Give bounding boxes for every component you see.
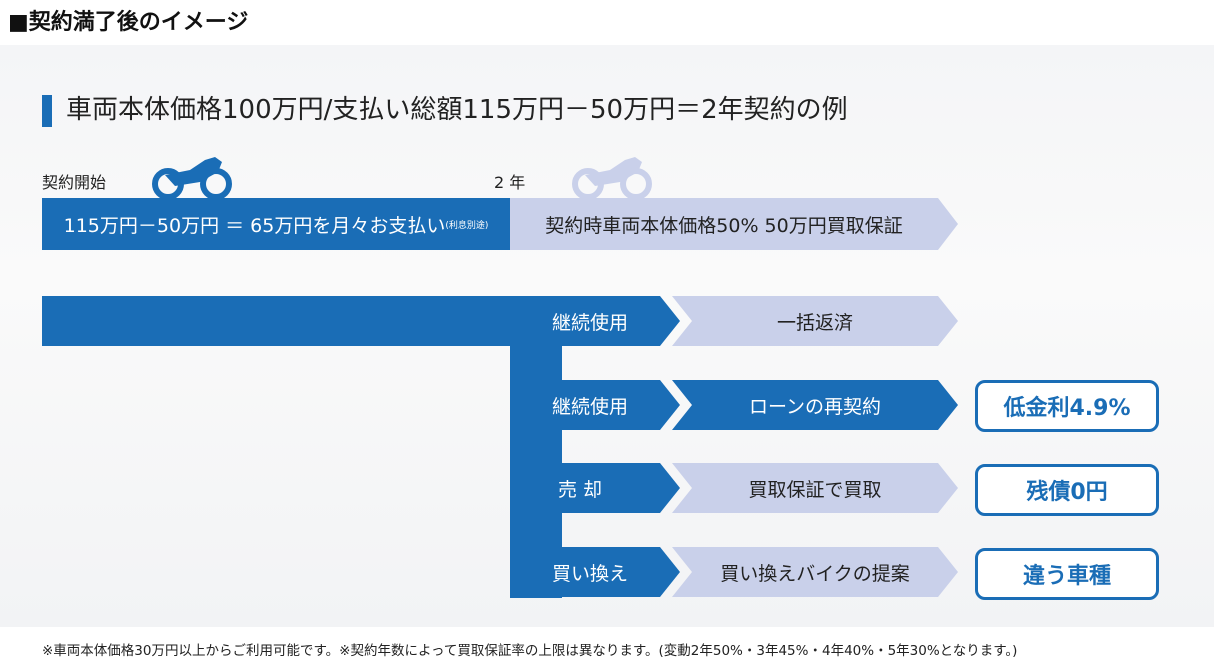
footnote: ※車両本体価格30万円以上からご利用可能です。※契約年数によって買取保証率の上限…	[42, 643, 1018, 659]
option-action: 買い換えバイクの提案	[720, 562, 910, 585]
result-badge: 低金利4.9%	[975, 380, 1159, 432]
main-trunk	[42, 296, 680, 598]
option-choice: 継続使用	[551, 395, 628, 418]
start-label: 契約開始	[42, 173, 107, 192]
guarantee-text: 契約時車両本体価格50% 50万円買取保証	[545, 214, 903, 237]
option-choice: 売 却	[557, 478, 603, 501]
motorcycle-icon	[152, 157, 232, 200]
branch-arrow-3	[510, 463, 680, 513]
action-chevron-3	[672, 463, 958, 513]
option-action: 一括返済	[776, 311, 853, 334]
end-label: 2 年	[494, 173, 526, 192]
option-action: 買取保証で買取	[748, 478, 882, 501]
result-badge: 違う車種	[975, 548, 1159, 600]
payment-text: 115万円－50万円 ＝ 65万円を月々お支払い(利息別途)	[63, 214, 489, 237]
branch-arrow-2	[510, 380, 680, 430]
result-badge: 残債0円	[975, 464, 1159, 516]
action-chevron-2	[672, 380, 958, 430]
payment-bar	[42, 198, 510, 250]
action-chevron-4	[672, 547, 958, 597]
branch-arrow-4	[510, 547, 680, 597]
guarantee-arrow	[510, 198, 958, 250]
heading-marker	[42, 95, 52, 127]
diagram-heading: 車両本体価格100万円/支払い総額115万円－50万円＝2年契約の例	[66, 95, 848, 125]
option-choice: 継続使用	[551, 311, 628, 334]
action-chevron-1	[672, 296, 958, 346]
motorcycle-faded-icon	[572, 157, 652, 200]
section-title: ■契約満了後のイメージ	[8, 10, 249, 35]
option-choice: 買い換え	[551, 562, 628, 585]
option-action: ローンの再契約	[748, 395, 882, 418]
